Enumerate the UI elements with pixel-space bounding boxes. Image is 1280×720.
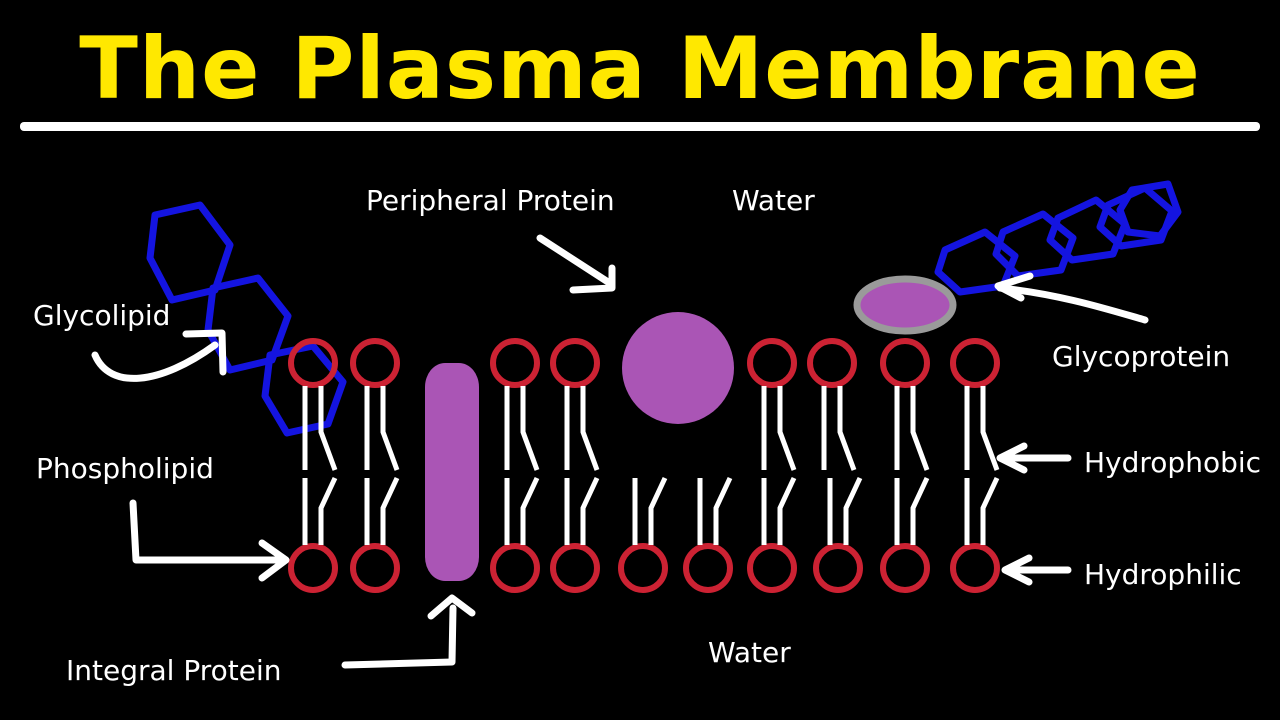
- hydrophobic-arrowhead: [996, 442, 1028, 474]
- phospholipid-bottom-8: [813, 476, 863, 593]
- glycolipid-sugar-chain: [146, 201, 347, 437]
- glycoprotein-sugar-chain: [934, 180, 1182, 296]
- phospholipid-bottom-2: [350, 476, 400, 593]
- label-glycoprotein: Glycoprotein: [1052, 340, 1230, 373]
- phospholipid-top-6: [807, 338, 857, 471]
- phospholipid-top-2: [350, 338, 400, 471]
- phospholipid-bottom-9: [880, 476, 930, 593]
- phospholipid-top-5: [747, 338, 797, 471]
- integral-protein-arrow: [341, 604, 457, 669]
- peripheral-protein-arrowhead: [569, 264, 616, 294]
- phospholipid-top-1: [288, 338, 338, 471]
- integral-protein-body: [425, 363, 479, 581]
- phospholipid-bottom-10: [950, 476, 1000, 593]
- label-water-top: Water: [732, 184, 815, 217]
- phospholipid-bottom-3: [490, 476, 540, 593]
- label-water-bottom: Water: [708, 636, 791, 669]
- glycolipid-arrow: [91, 341, 219, 382]
- integral-protein-arrowhead: [427, 594, 476, 620]
- phospholipid-bottom-1: [288, 476, 338, 593]
- label-hydrophilic: Hydrophilic: [1084, 558, 1242, 591]
- page-title: The Plasma Membrane: [79, 19, 1201, 119]
- glycoprotein-body: [853, 275, 957, 335]
- phospholipid-bottom-4: [550, 476, 600, 593]
- glycoprotein-arrow: [996, 284, 1149, 324]
- phospholipid-bottom-5: [618, 476, 668, 593]
- label-hydrophobic: Hydrophobic: [1084, 446, 1261, 479]
- bilayer-bottom-layer: [288, 476, 1000, 593]
- phospholipid-arrow: [129, 499, 287, 564]
- bilayer-top-layer: [288, 338, 1000, 471]
- peripheral-protein-arrow: [536, 234, 612, 286]
- phospholipid-top-7: [880, 338, 930, 471]
- phospholipid-top-3: [490, 338, 540, 471]
- phospholipid-arrowhead: [258, 539, 290, 582]
- peripheral-protein-body: [622, 312, 734, 424]
- phospholipid-bottom-7: [747, 476, 797, 593]
- glycoprotein-arrowhead: [994, 272, 1034, 302]
- phospholipid-top-8: [950, 338, 1000, 471]
- label-integral-protein: Integral Protein: [66, 654, 281, 687]
- label-glycolipid: Glycolipid: [33, 299, 170, 332]
- title-divider: [20, 122, 1260, 131]
- phospholipid-top-4: [550, 338, 600, 471]
- label-phospholipid: Phospholipid: [36, 452, 214, 485]
- glycolipid-arrowhead: [182, 329, 227, 376]
- label-peripheral-protein: Peripheral Protein: [366, 184, 615, 217]
- phospholipid-bottom-6: [683, 476, 733, 593]
- hydrophilic-arrowhead: [1001, 554, 1033, 586]
